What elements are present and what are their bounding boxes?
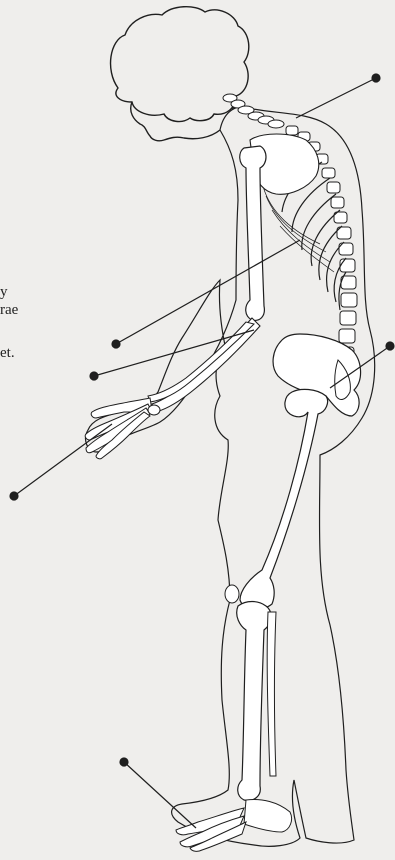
leader-line-dot [386,342,394,350]
leader-line-dot [120,758,128,766]
caption-fragment: et. [0,346,15,361]
leader-line-wrist [14,424,112,496]
caption-fragment: rae [0,303,18,318]
leader-line-dot [10,492,18,500]
leader-line-dot [372,74,380,82]
leader-line-neck [296,78,376,118]
hand-bones [85,398,160,459]
leader-line-dot [112,340,120,348]
leader-line-foot [124,762,196,828]
caption-fragment: y [0,285,8,300]
patella [225,585,239,603]
leader-line-dot [90,372,98,380]
